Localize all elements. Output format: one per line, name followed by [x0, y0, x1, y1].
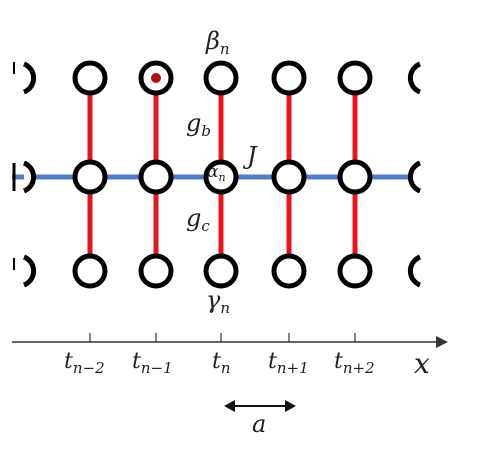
tick-label-3: tn [212, 349, 231, 377]
tick-label-4: tn+1 [268, 349, 309, 377]
edge-node-mid-left [22, 160, 37, 194]
node-bot-5 [337, 253, 373, 289]
label-gamma: γn [206, 286, 230, 317]
node-mid-2 [138, 159, 174, 195]
node-mid-5 [337, 159, 373, 195]
label-gb: gb [186, 109, 211, 140]
edge-nodes [12, 61, 422, 288]
label-spacing: a [252, 410, 266, 438]
node-bot-4 [271, 253, 307, 289]
top-row-nodes [72, 60, 373, 96]
label-gc: gc [186, 204, 210, 235]
node-top-3 [203, 60, 239, 96]
node-top-4 [271, 60, 307, 96]
tick-label-2: tn−1 [132, 349, 173, 377]
edge-node-bot-right [407, 254, 422, 288]
node-mid-3 [203, 159, 239, 195]
node-bot-1 [72, 253, 108, 289]
label-beta: βn [205, 27, 230, 58]
x-axis-arrowhead [436, 336, 448, 348]
edge-node-mid-right [407, 160, 422, 194]
spacing-arrow-left [224, 400, 235, 412]
tick-label-1: tn−2 [64, 349, 105, 377]
tick-labels: tn−2 tn−1 tn tn+1 tn+2 [64, 349, 375, 377]
node-mid-4 [271, 159, 307, 195]
node-bot-3 [203, 253, 239, 289]
node-mid-1 [72, 159, 108, 195]
edge-node-top-right [407, 61, 422, 95]
node-bot-2 [138, 253, 174, 289]
axis-label-x: x [414, 347, 430, 380]
marked-dot [151, 73, 161, 83]
bottom-row-nodes [72, 253, 373, 289]
edge-node-bot-left [22, 254, 37, 288]
spacing-arrow-right [285, 400, 296, 412]
middle-row-nodes [72, 159, 373, 195]
axis-ticks [89, 333, 356, 342]
label-alpha: αn [207, 162, 226, 184]
node-top-5 [337, 60, 373, 96]
edge-node-top-left [22, 61, 37, 95]
node-top-1 [72, 60, 108, 96]
label-coupling: J [242, 142, 258, 170]
tick-label-5: tn+2 [334, 349, 375, 377]
spacing-indicator: a [224, 400, 296, 438]
